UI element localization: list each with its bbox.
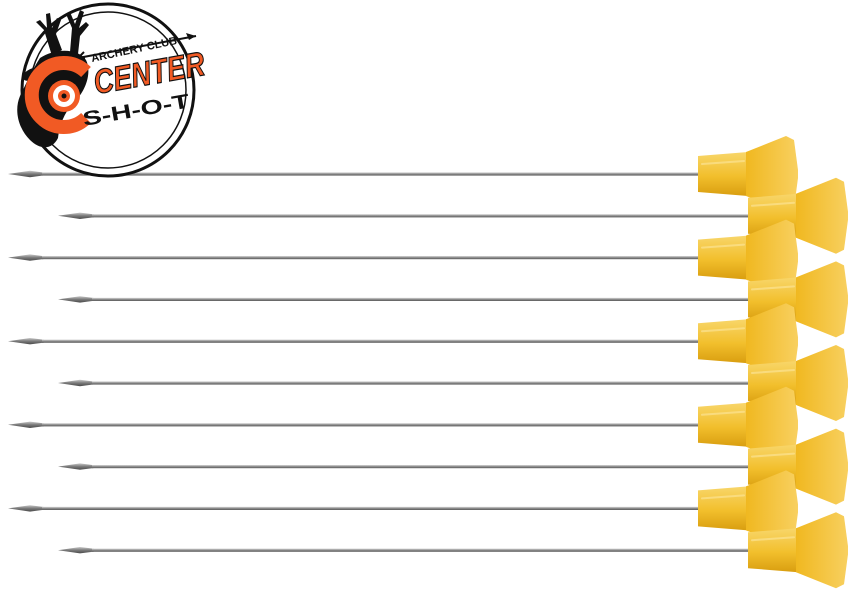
dart-shaft [42, 172, 698, 176]
dart-tip [8, 421, 44, 428]
dart-cone [698, 319, 748, 364]
dart-cone [698, 152, 748, 196]
dart-cone-flare [746, 303, 798, 380]
dart-cone-flare [746, 470, 798, 547]
dart-cone-flare [796, 428, 848, 505]
dart-cone-flare [796, 261, 848, 338]
dart-cone-flare [746, 219, 798, 296]
dart-shaft [42, 256, 698, 260]
dart-cone [698, 402, 748, 447]
dart-cone-highlight [701, 160, 745, 165]
dart-cone-highlight [751, 536, 795, 542]
dart-shaft [92, 465, 748, 469]
dart-tip [58, 547, 94, 554]
dart-cone-highlight [751, 201, 795, 207]
dart-cone-flare [796, 512, 848, 589]
dart-cone-flare [746, 386, 798, 463]
dart-shaft [92, 381, 748, 385]
arrow-icon [77, 33, 197, 59]
dart-shaft [92, 548, 748, 552]
dart-tip [8, 338, 44, 345]
dart [58, 512, 848, 589]
dart-tip [8, 505, 44, 512]
dart-shaft [42, 506, 698, 510]
dart-tip [8, 254, 44, 261]
dart-cone-highlight [701, 410, 745, 416]
dart-cone-flare [796, 177, 848, 254]
dart [58, 345, 848, 421]
dart-tip [58, 463, 94, 470]
dart-tip [58, 379, 94, 387]
dart [8, 303, 798, 380]
dart-cone [698, 235, 748, 280]
darts-group [8, 136, 848, 589]
dart-cone-highlight [751, 452, 795, 458]
dart-tip [8, 170, 44, 178]
dart-cone [748, 528, 798, 573]
dart-cone [698, 486, 748, 531]
dart [8, 219, 798, 296]
dart [8, 470, 798, 547]
target-icon [24, 56, 91, 134]
dart-cone-highlight [751, 369, 795, 374]
dart-cone-highlight [751, 285, 795, 291]
dart [8, 386, 798, 463]
dart-tip [58, 296, 94, 303]
dart-cone-highlight [701, 327, 745, 333]
dart-shaft [42, 423, 698, 427]
dart-shaft [42, 339, 698, 343]
dart-cone-highlight [701, 243, 745, 249]
dart-tip [58, 212, 94, 219]
dart [8, 136, 798, 212]
archery-club-logo: ARCHERY CLUB CENTER S-H-O-T [17, 2, 209, 178]
dart-cone-flare [796, 345, 848, 421]
dart-shaft [92, 214, 748, 218]
dart-cone-highlight [701, 494, 745, 500]
dart-cone-flare [746, 136, 798, 212]
dart-shaft [92, 297, 748, 301]
